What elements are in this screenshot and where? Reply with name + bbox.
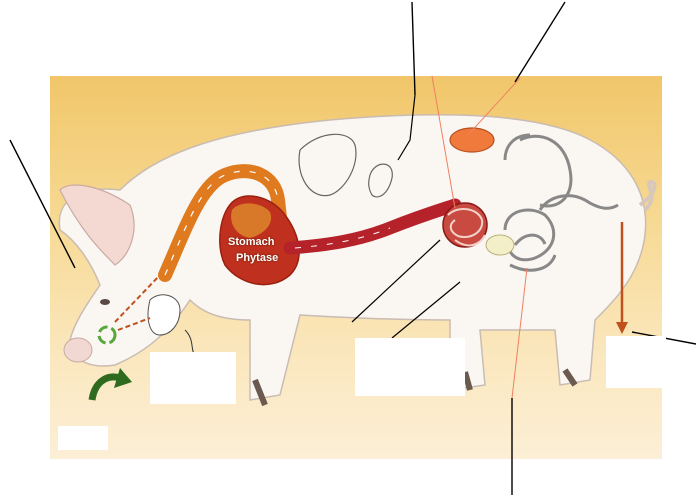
leader-line-liver <box>412 2 415 95</box>
stomach-label: Stomach <box>228 236 274 248</box>
rear-arrowhead <box>616 322 628 334</box>
pancreas <box>450 128 494 152</box>
blank-right-rear[interactable] <box>606 336 666 388</box>
pig-eye <box>100 299 110 305</box>
mouth-outline <box>148 295 180 335</box>
blank-left-bottom[interactable] <box>58 426 108 450</box>
blank-under-belly[interactable] <box>355 338 465 396</box>
pig-body <box>59 115 645 400</box>
large-intestine <box>443 203 487 247</box>
pig-tail <box>640 182 654 210</box>
blank-under-snout[interactable] <box>150 352 236 404</box>
pig-snout <box>64 338 92 362</box>
enzyme-label: Phytase <box>236 252 278 264</box>
leader-line-pancreas <box>515 2 565 82</box>
cecum <box>486 235 514 255</box>
